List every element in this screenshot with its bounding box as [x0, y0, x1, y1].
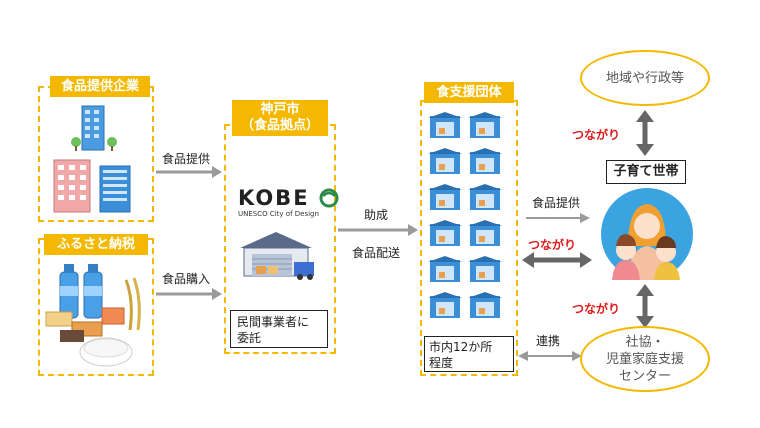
kobe-title: 神戸市 （食品拠点）: [232, 100, 328, 136]
kobe-title-line2: （食品拠点）: [240, 118, 319, 133]
family-icon: [601, 188, 693, 280]
label-food-provide-1: 食品提供: [162, 152, 211, 166]
double-arrow-support-family: [522, 252, 592, 268]
warehouse-icon: [240, 232, 314, 280]
center-line1: 社協・: [625, 334, 665, 350]
support-facilities-grid: [428, 112, 502, 318]
support-note-box: 市内12か所 程度: [424, 336, 514, 372]
arrow-kobe-support: [338, 224, 418, 236]
label-tsunagari-top: つながり: [572, 128, 621, 142]
consign-box: 民間事業者に 委託: [230, 310, 328, 348]
household-box: 子育て世帯: [606, 160, 686, 184]
food-goods-illustration: [45, 264, 141, 367]
kobe-logo-text: KOBE: [238, 186, 310, 210]
label-delivery: 食品配送: [352, 246, 401, 260]
region-ellipse: 地域や行政等: [580, 50, 710, 106]
arrow-provide-kobe: [156, 166, 222, 178]
label-tsunagari-bottom: つながり: [572, 302, 621, 316]
double-arrow-family-center: [636, 284, 654, 328]
label-tsunagari-left: つながり: [528, 238, 577, 252]
consign-line2: 委託: [237, 331, 262, 345]
label-renkei: 連携: [536, 334, 561, 348]
center-ellipse: 社協・ 児童家庭支援 センター: [580, 326, 710, 392]
buildings-illustration: [53, 105, 131, 213]
double-arrow-region-household: [636, 110, 654, 156]
center-line3: センター: [618, 368, 671, 384]
label-food-purchase: 食品購入: [162, 272, 211, 286]
consign-line1: 民間事業者に: [237, 315, 310, 329]
support-note-line2: 程度: [429, 356, 454, 370]
kobe-title-line1: 神戸市: [260, 102, 300, 117]
food-company-title: 食品提供企業: [50, 76, 150, 97]
label-food-provide-2: 食品提供: [532, 196, 581, 210]
support-note-line1: 市内12か所: [429, 340, 493, 354]
furusato-title: ふるさと納税: [44, 234, 148, 255]
arrow-support-family: [526, 213, 590, 223]
label-subsidy: 助成: [364, 208, 389, 222]
kobe-logo: KOBE: [238, 186, 339, 210]
center-line2: 児童家庭支援: [605, 351, 684, 367]
kobe-emblem-icon: [319, 188, 339, 208]
double-arrow-support-center: [518, 351, 582, 361]
arrow-purchase-kobe: [156, 288, 222, 300]
kobe-logo-sub: UNESCO City of Design: [238, 210, 319, 218]
support-title: 食支援団体: [424, 82, 514, 103]
